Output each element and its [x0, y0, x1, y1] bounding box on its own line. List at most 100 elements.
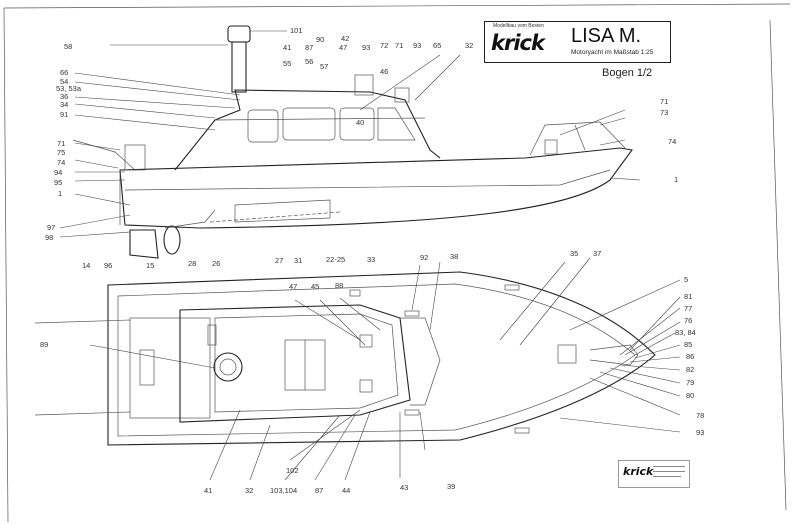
leader-line: [569, 279, 681, 331]
leader-lines: [59, 30, 681, 481]
side-label-33: 33: [367, 255, 375, 264]
model-subtitle: Motoryacht im Maßstab 1:25: [571, 49, 654, 56]
leader-line: [74, 96, 236, 109]
side-view-labels: 101 90 42 41 87 47 93 72 71 93 65 32 58 …: [45, 26, 678, 270]
side-motor-outline: [234, 199, 331, 223]
plan-label-93: 93: [696, 428, 704, 437]
plan-label-81: 81: [684, 292, 692, 301]
side-propeller: [163, 225, 181, 255]
plan-label-37: 37: [593, 249, 601, 258]
sheet-number: Bogen 1/2: [602, 67, 653, 79]
side-label-55: 55: [283, 59, 291, 68]
title-tagline: Modellbau vom Besten: [493, 23, 544, 29]
plan-cleat-2: [514, 427, 530, 434]
leader-line: [629, 296, 681, 351]
side-label-65: 65: [433, 41, 441, 50]
side-chine-line: [124, 169, 611, 191]
plan-label-39: 39: [447, 482, 455, 491]
leader-line: [359, 54, 441, 111]
side-label-90: 90: [316, 35, 324, 44]
leader-line: [624, 321, 681, 356]
plan-ventilator: [207, 324, 217, 346]
plan-cleat-1: [504, 284, 520, 291]
leader-line: [89, 344, 216, 369]
plan-label-89: 89: [40, 340, 48, 349]
leader-line: [599, 117, 626, 126]
side-funnel: [231, 41, 247, 93]
leader-line: [411, 264, 421, 311]
leader-line: [74, 179, 126, 182]
plan-view: [34, 271, 656, 446]
side-bow-rail-post: [574, 124, 586, 151]
leader-line: [319, 299, 366, 346]
plan-bow-fitting: [589, 344, 639, 366]
side-label-96: 96: [104, 261, 112, 270]
leader-line: [289, 409, 361, 461]
plan-label-44: 44: [342, 486, 350, 495]
side-window-2: [282, 107, 336, 141]
side-label-91: 91: [60, 110, 68, 119]
side-window-3: [339, 107, 375, 141]
plan-windscreen: [400, 317, 441, 406]
leader-line: [589, 377, 681, 416]
leader-line: [74, 72, 241, 96]
leader-line: [344, 411, 371, 481]
side-label-54: 54: [60, 77, 68, 86]
side-label-93a: 93: [362, 43, 370, 52]
side-funnel-cap: [227, 25, 251, 43]
side-view: [72, 25, 633, 259]
footer-text-line: [653, 471, 685, 472]
leader-line: [74, 81, 241, 101]
plan-label-77: 77: [684, 304, 692, 313]
leader-line: [559, 417, 681, 433]
side-cabin-roof-edge: [214, 117, 426, 121]
plan-winch: [557, 344, 577, 364]
plan-label-41: 41: [204, 486, 212, 495]
leader-line: [609, 367, 681, 384]
side-label-26: 26: [212, 259, 220, 268]
plan-label-85: 85: [684, 340, 692, 349]
leader-line: [599, 371, 681, 397]
side-label-57: 57: [320, 62, 328, 71]
plan-seat-lower: [359, 379, 373, 393]
plan-view-labels: 92 38 35 37 5 47 45 88 81 77 76 83, 84 8…: [40, 249, 704, 495]
footer-brand: krick: [623, 465, 654, 478]
leader-line: [419, 411, 426, 451]
plan-cockpit-step: [139, 349, 155, 386]
side-bow-winch: [544, 139, 558, 155]
leader-line: [59, 214, 131, 229]
side-stern-box: [124, 144, 146, 171]
plan-label-43: 43: [400, 483, 408, 492]
side-label-93b: 93: [413, 41, 421, 50]
side-label-56: 56: [305, 57, 313, 66]
plan-label-32: 32: [245, 486, 253, 495]
paper-top-edge: [3, 3, 791, 9]
footer-text-line: [653, 466, 685, 467]
side-label-42: 42: [341, 34, 349, 43]
paper-right-edge: [769, 19, 787, 511]
side-light: [394, 87, 410, 103]
plan-cleat-4: [404, 409, 420, 416]
side-label-87: 87: [305, 43, 313, 52]
footer-text-line: [653, 476, 681, 477]
side-hull-outline: [119, 147, 633, 229]
side-window-front: [377, 107, 416, 141]
side-label-34: 34: [60, 100, 68, 109]
paper-left-edge: [3, 7, 9, 523]
plan-rod-upper: [34, 319, 131, 324]
title-block: Modellbau vom Besten krick LISA M. Motor…: [484, 21, 671, 63]
side-label-95: 95: [54, 178, 62, 187]
side-label-22-25: 22-25: [326, 255, 345, 264]
leader-line: [634, 344, 681, 359]
plan-label-80: 80: [686, 391, 694, 400]
side-label-15: 15: [146, 261, 154, 270]
side-label-27: 27: [275, 256, 283, 265]
side-stern-rail: [72, 139, 136, 171]
leader-line: [429, 261, 441, 331]
side-label-14: 14: [82, 261, 90, 270]
plan-cabin-outline: [179, 304, 411, 423]
leader-line: [294, 299, 361, 341]
leader-line: [619, 307, 681, 356]
side-window-1: [247, 109, 279, 143]
